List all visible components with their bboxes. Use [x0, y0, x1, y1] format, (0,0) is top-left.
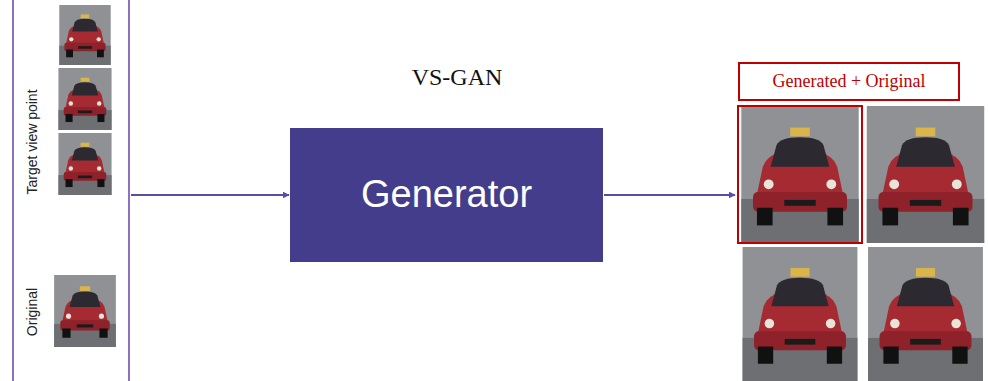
- diagram-title: VS-GAN: [412, 64, 503, 91]
- target-view-image: [58, 68, 111, 130]
- input-panel: Target view pointOriginal: [12, 0, 130, 381]
- box-label: Generator: [361, 173, 532, 217]
- output-panel: Generated + Original: [736, 62, 986, 381]
- target-view-image: [58, 133, 111, 195]
- original-image: [54, 275, 116, 347]
- image-highlight: [738, 106, 862, 243]
- flow-arrow: [131, 194, 289, 196]
- original-image: [743, 247, 858, 381]
- panel-label: Target view point: [24, 89, 40, 194]
- flow-arrow: [604, 194, 735, 196]
- generated-image: [741, 106, 858, 243]
- process-box: Generator: [290, 128, 603, 262]
- panel-label: Original: [24, 288, 40, 336]
- output-heading: Generated + Original: [738, 62, 960, 101]
- target-view-image: [59, 5, 110, 65]
- original-image: [868, 247, 983, 381]
- generated-image: [867, 106, 984, 243]
